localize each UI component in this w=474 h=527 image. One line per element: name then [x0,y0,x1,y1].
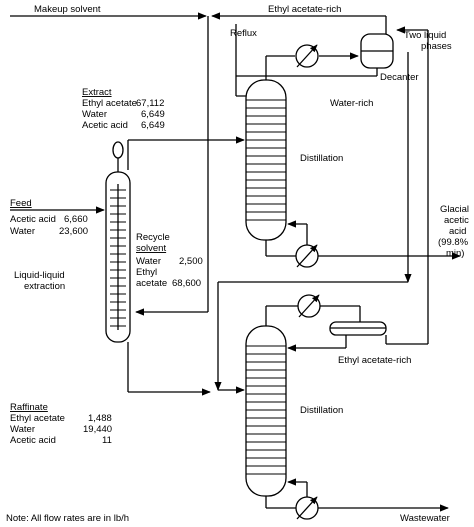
water-rich-to-column-2 [214,281,408,394]
recycle-title-1: Recycle [136,232,170,243]
water-rich-label: Water-rich [330,98,373,109]
distillation-column-1 [245,79,287,241]
recycle-name-0: Water [136,256,161,267]
distillation-column-2 [245,325,287,497]
two-liquid-phases-label-1: Two liquid [404,30,446,41]
extract-name-0: Ethyl acetate [82,98,137,109]
extract-name-1: Water [82,109,107,120]
lle-label-2: extraction [24,281,65,292]
raffinate-value-1: 19,440 [83,424,112,435]
extract-title: Extract [82,87,112,98]
extract-value-2: 6,649 [141,120,165,131]
recycle-name-2: acetate [136,278,167,289]
extraction-column [105,141,131,343]
feed-value-1: 23,600 [59,226,88,237]
lle-label-1: Liquid-liquid [14,270,65,281]
raffinate-value-0: 1,488 [88,413,112,424]
decanter-2-reflux [287,335,347,352]
glacial-label-5: min) [446,248,464,259]
decanter-2 [329,321,387,336]
raffinate-name-1: Water [10,424,35,435]
feed-title: Feed [10,198,32,209]
ethyl-acetate-rich-bottom-label: Ethyl acetate-rich [338,355,411,366]
reflux-label: Reflux [230,28,257,39]
reboiler-1 [265,220,461,268]
glacial-label-3: acid [449,226,466,237]
extract-value-1: 6,649 [141,109,165,120]
column-2-overhead [265,294,361,326]
wastewater-label: Wastewater [400,513,450,524]
extract-value-0: 67,112 [136,98,164,109]
reboiler-2 [265,478,449,520]
recycle-name-1: Ethyl [136,267,157,278]
recycle-value-2: 68,600 [172,278,201,289]
ethyl-acetate-rich-top-label: Ethyl acetate-rich [268,4,341,15]
makeup-solvent-label: Makeup solvent [34,4,101,15]
distillation-2-label: Distillation [300,405,343,416]
decanter-vessel [360,33,394,69]
raffinate-name-0: Ethyl acetate [10,413,65,424]
glacial-label-2: acetic [444,215,469,226]
raffinate-line [127,342,211,396]
extract-feed-line [127,136,245,170]
two-liquid-phases-label-2: phases [421,41,452,52]
raffinate-value-2: 11 [102,435,112,446]
raffinate-name-2: Acetic acid [10,435,56,446]
decanter-to-reflux-line [236,68,378,77]
feed-value-0: 6,660 [64,214,88,225]
flow-rate-note: Note: All flow rates are in lb/h [6,513,129,524]
recycle-title-2: solvent [136,243,166,254]
condenser-1 [295,44,319,68]
glacial-label-4: (99.8% [438,237,469,248]
recycle-solvent-line [135,16,209,316]
decanter-label: Decanter [380,72,419,83]
glacial-label-1: Glacial [440,204,469,215]
ethyl-acetate-rich-top-stream [211,12,387,34]
feed-name-0: Acetic acid [10,214,56,225]
feed-name-1: Water [10,226,35,237]
extract-name-2: Acetic acid [82,120,128,131]
distillation-1-label: Distillation [300,153,343,164]
recycle-value-0: 2,500 [179,256,203,267]
ethyl-acetate-rich-bottom-line [385,26,429,345]
raffinate-title: Raffinate [10,402,48,413]
